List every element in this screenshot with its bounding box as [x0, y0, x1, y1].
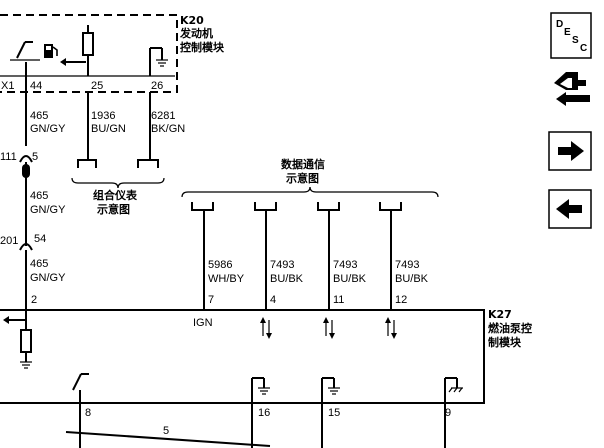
k20-connector-id: X1 [1, 80, 14, 92]
connector-201-pin: 54 [34, 233, 46, 245]
svg-text:S: S [572, 35, 579, 46]
wire-5986-color: WH/BY [208, 273, 245, 285]
bidirectional-arrow-icon-12 [385, 317, 397, 339]
ecm-switch-icon [10, 41, 40, 61]
wire-7493-c: 7493 BU/BK [390, 210, 429, 310]
ecm-signal-arrow-icon [60, 58, 86, 66]
connector-111-id: 111 [0, 151, 17, 163]
svg-text:C: C [580, 43, 587, 54]
k27-name-line2: 制模块 [488, 335, 522, 349]
inline-connector-111: 111 5 [0, 151, 38, 180]
connector-201-id: 201 [0, 235, 18, 247]
wire-465b-color: GN/GY [30, 204, 66, 216]
k20-engine-control-module: K20 发动机 控制模块 [0, 14, 225, 93]
next-arrow-icon [558, 141, 584, 161]
wire-465-lower: 465 GN/GY [25, 250, 66, 310]
wire-465-main: 465 GN/GY [25, 62, 66, 146]
fuel-pump-icon [44, 44, 58, 58]
k20-name-line1: 发动机 [179, 26, 213, 40]
wire-5986-number: 5986 [208, 259, 232, 271]
wire-7493-b: 7493 BU/BK [328, 210, 367, 310]
k27-switch-icon [72, 373, 89, 448]
wire-5-number: 5 [163, 425, 169, 437]
k27-ign-label: IGN [193, 317, 213, 329]
k20-pin-44: 44 [30, 80, 42, 92]
k27-pin-15: 15 [328, 407, 340, 419]
svg-text:E: E [564, 27, 571, 38]
wire-7493b-color: BU/BK [333, 273, 367, 285]
ecm-resistor-icon [82, 25, 94, 76]
ecm-ground-icon [149, 47, 168, 76]
wire-465b-number: 465 [30, 190, 48, 202]
wire-7493c-number: 7493 [395, 259, 419, 271]
k27-pin-7: 7 [208, 294, 214, 306]
k27-pin-16: 16 [258, 407, 270, 419]
k27-pin-8: 8 [85, 407, 91, 419]
datacomm-label-line1: 数据通信 [281, 157, 325, 171]
k20-pin-25: 25 [91, 80, 103, 92]
k27-name-line1: 燃油泵控 [487, 321, 532, 335]
cluster-label-line2: 示意图 [96, 202, 130, 216]
wire-465c-color: GN/GY [30, 272, 66, 284]
connector-111-pin: 5 [32, 151, 38, 163]
inline-connector-201: 201 54 [0, 233, 46, 251]
wire-7493c-color: BU/BK [395, 273, 429, 285]
cluster-connector: 组合仪表 示意图 [71, 159, 165, 216]
k27-chassis-ground-icon [444, 377, 463, 448]
wire-465-mid: 465 GN/GY [25, 176, 66, 246]
back-arrow-icon [556, 199, 582, 219]
k20-pin-26: 26 [151, 80, 163, 92]
wire-6281-number: 6281 [151, 110, 175, 122]
back-button[interactable] [548, 189, 592, 229]
k27-signal-arrow-icon [3, 316, 26, 324]
connector-view-icon [554, 72, 590, 106]
wire-5: 5 [65, 425, 271, 447]
desc-button[interactable]: D E S C [550, 12, 592, 59]
k27-fuel-pump-control-module: K27 燃油泵控 制模块 2 7 4 11 12 IGN [0, 294, 532, 448]
wire-6281-color: BK/GN [151, 123, 185, 135]
k27-pin-12: 12 [395, 294, 407, 306]
wire-465c-number: 465 [30, 258, 48, 270]
connector-view-button[interactable] [554, 72, 590, 106]
k27-resistor-icon [20, 310, 32, 369]
k27-pin-11: 11 [333, 294, 344, 306]
wire-6281: 6281 BK/GN [149, 92, 185, 160]
wire-7493a-color: BU/BK [270, 273, 304, 285]
cluster-label-line1: 组合仪表 [93, 188, 138, 202]
wire-7493-a: 7493 BU/BK [265, 210, 304, 310]
k27-ground-icon-16 [251, 377, 270, 448]
bidirectional-arrow-icon-4 [260, 317, 272, 339]
k27-pin-4: 4 [270, 294, 276, 306]
bidirectional-arrow-icon-11 [323, 317, 335, 339]
wire-465a-color: GN/GY [30, 123, 66, 135]
wire-465a-number: 465 [30, 110, 48, 122]
wire-7493a-number: 7493 [270, 259, 294, 271]
k20-id: K20 [180, 14, 204, 27]
k27-ground-icon-15 [321, 377, 340, 448]
wire-1936: 1936 BU/GN [87, 92, 126, 160]
k27-pin-9: 9 [445, 407, 451, 419]
k20-name-line2: 控制模块 [180, 40, 225, 54]
next-button[interactable] [548, 131, 592, 171]
wire-5986: 5986 WH/BY [203, 210, 245, 310]
desc-icon: D E S C [556, 19, 587, 54]
k27-id: K27 [488, 308, 512, 321]
datacomm-label-line2: 示意图 [285, 171, 319, 185]
k27-pin-2: 2 [31, 294, 37, 306]
wire-7493b-number: 7493 [333, 259, 357, 271]
svg-text:D: D [556, 19, 563, 30]
wire-1936-number: 1936 [91, 110, 115, 122]
data-comm-connector: 数据通信 示意图 [181, 157, 439, 211]
wire-1936-color: BU/GN [91, 123, 126, 135]
